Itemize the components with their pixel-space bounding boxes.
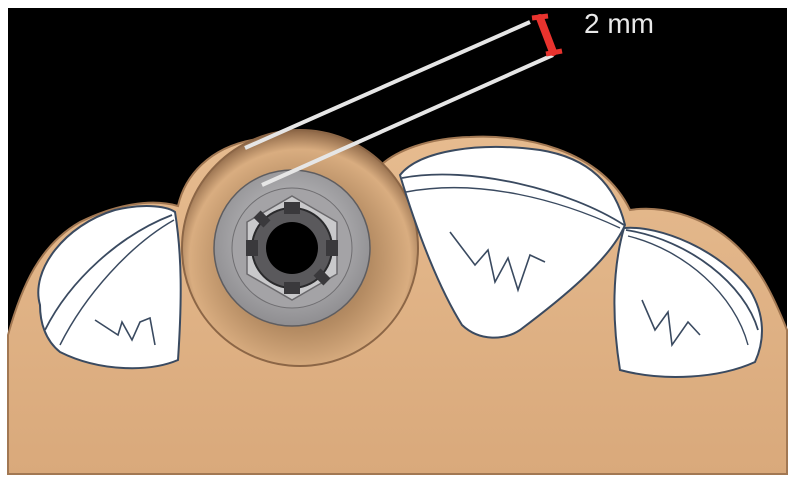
implant-platform: [214, 170, 370, 326]
implant-screw-channel: [266, 222, 318, 274]
measurement-label: 2 mm: [584, 8, 654, 39]
